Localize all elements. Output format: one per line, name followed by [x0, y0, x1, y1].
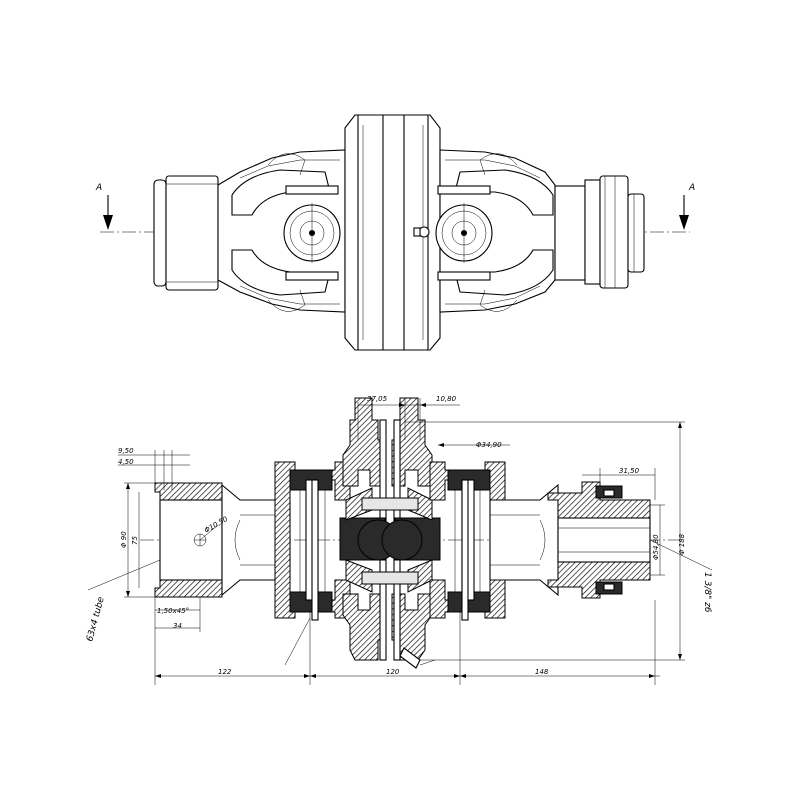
central-housing-section: [339, 397, 441, 669]
dim-120: 120: [386, 668, 400, 676]
dim-122: 122: [218, 668, 232, 676]
dim-37-05: 37,05: [367, 395, 388, 403]
right-hub: [554, 175, 645, 289]
dim-chamfer: 1,50x45°: [157, 607, 189, 615]
dimension-lines: [87, 398, 713, 685]
tube-label: 63x4 tube: [85, 595, 107, 642]
section-view: 37,05 10,80 Φ34,90 9,50 4,50 31,50 Φ10,5…: [85, 395, 713, 685]
dim-75: 75: [131, 536, 139, 545]
section-label-right: A: [688, 183, 695, 193]
left-yoke: [217, 149, 346, 313]
section-arrow-left: A: [95, 183, 113, 230]
left-tube: [153, 175, 219, 291]
dim-4-50: 4,50: [118, 458, 134, 466]
left-hub-section: [154, 482, 223, 598]
spline-label: 1 3/8" z6: [702, 572, 712, 613]
section-arrow-right: A: [679, 183, 695, 230]
right-yoke: [435, 149, 556, 313]
dim-188: Φ 188: [678, 533, 686, 555]
dim-34-90: Φ34,90: [476, 441, 502, 449]
top-view: A A: [95, 114, 695, 351]
left-yoke-section: [274, 461, 351, 621]
central-body: [344, 114, 441, 351]
dim-34: 34: [173, 622, 182, 630]
dim-90: Φ 90: [120, 531, 128, 548]
dim-9-50: 9,50: [118, 447, 134, 455]
right-shaft: [489, 483, 559, 597]
right-hub-section: [547, 481, 651, 599]
dim-148: 148: [535, 668, 549, 676]
dim-10-80: 10,80: [436, 395, 457, 403]
dim-31-50: 31,50: [619, 467, 640, 475]
section-label-left: A: [95, 183, 102, 193]
dim-54-80: Φ54,80: [652, 534, 660, 560]
